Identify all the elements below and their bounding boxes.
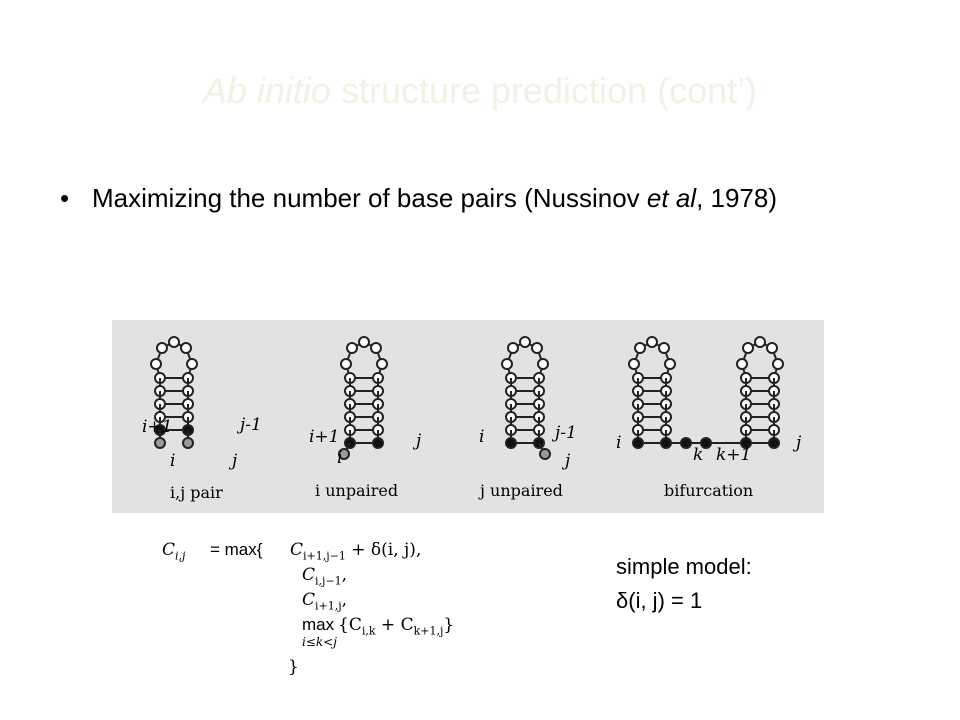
- nucleotide: [370, 342, 382, 354]
- label-k: k: [693, 445, 703, 465]
- caption-j-unpaired: j unpaired: [478, 481, 563, 500]
- nucleotide: [501, 358, 513, 370]
- label-j-minus-1: j-1: [551, 423, 577, 443]
- bullet-text-before: Maximizing the number of base pairs (Nus…: [92, 183, 647, 213]
- label-j: j: [412, 431, 422, 451]
- nucleotide: [740, 437, 752, 449]
- nucleotide: [766, 342, 778, 354]
- nucleotide: [346, 342, 358, 354]
- nucleotide-j: [539, 448, 551, 460]
- nucleotide-i: [338, 448, 350, 460]
- bullet-text-italic: et al: [646, 183, 697, 213]
- nucleotide: [358, 336, 370, 348]
- label-j-minus-1: j-1: [236, 415, 262, 435]
- bullet-text: Maximizing the number of base pairs (Nus…: [92, 180, 892, 217]
- nucleotide: [628, 358, 640, 370]
- nucleotide: [180, 342, 192, 354]
- caption-bifurcation: bifurcation: [664, 481, 753, 500]
- model-note-line-1: simple model:: [616, 554, 752, 579]
- nucleotide: [531, 342, 543, 354]
- nucleotide: [772, 358, 784, 370]
- label-i-plus-1: i+1: [309, 427, 340, 447]
- eq-lhs: Ci,j: [162, 540, 186, 563]
- nucleotide: [634, 342, 646, 354]
- nucleotide: [340, 358, 352, 370]
- nucleotide: [736, 358, 748, 370]
- nucleotide-i: [505, 437, 517, 449]
- eq-term-4: {Ci,k + Ck+1,j}: [338, 615, 455, 638]
- nucleotide: [664, 358, 676, 370]
- slide-title: Ab initio structure prediction (cont’): [0, 70, 960, 112]
- eq-term-1: Ci+1,j−1 + δ(i, j),: [290, 540, 422, 563]
- caption-ij-pair: i,j pair: [170, 483, 223, 502]
- label-j: j: [228, 451, 238, 471]
- nucleotide-k: [680, 437, 692, 449]
- nucleotide-j: [182, 437, 194, 449]
- nucleotide: [537, 358, 549, 370]
- structures: [150, 336, 784, 460]
- label-i-plus-1: i+1: [142, 417, 173, 437]
- recursion-cases-diagram: i+1 j-1 i j i+1 i j i j-1 j i k k+1 j i,…: [142, 336, 802, 502]
- nucleotide-i: [154, 437, 166, 449]
- nucleotide: [660, 437, 672, 449]
- label-i: i: [616, 433, 621, 453]
- nucleotide: [754, 336, 766, 348]
- label-j: j: [792, 433, 802, 453]
- nucleotide: [156, 342, 168, 354]
- label-i: i: [337, 448, 342, 468]
- model-note: simple model: δ(i, j) = 1: [616, 550, 752, 618]
- eq-term-4-range: i≤k<j: [302, 635, 337, 649]
- nucleotide: [646, 336, 658, 348]
- recursion-cases-figure: i+1 j-1 i j i+1 i j i j-1 j i k k+1 j i,…: [112, 320, 824, 513]
- nucleotide: [376, 358, 388, 370]
- eq-term-3: Ci+1,j,: [302, 590, 348, 613]
- label-i: i: [479, 427, 484, 447]
- eq-term-2: Ci,j−1,: [302, 565, 348, 588]
- label-k-plus-1: k+1: [716, 445, 751, 465]
- nucleotide: [186, 358, 198, 370]
- recurrence-equation: Ci,j = max{ Ci+1,j−1 + δ(i, j), Ci,j−1, …: [162, 535, 522, 685]
- eq-term-4-max: max: [302, 615, 335, 634]
- nucleotide: [150, 358, 162, 370]
- bullet-text-after: , 1978): [696, 183, 778, 213]
- bullet-marker: •: [60, 183, 70, 213]
- nucleotide: [658, 342, 670, 354]
- nucleotide-i: [632, 437, 644, 449]
- eq-close-brace: }: [288, 657, 299, 677]
- caption-i-unpaired: i unpaired: [315, 481, 398, 500]
- nucleotide-k-plus-1: [700, 437, 712, 449]
- nucleotide-j: [372, 437, 384, 449]
- model-note-line-2: δ(i, j) = 1: [616, 588, 703, 613]
- eq-max: = max{: [210, 540, 263, 559]
- nucleotide: [742, 342, 754, 354]
- nucleotide: [507, 342, 519, 354]
- title-rest: structure prediction (cont’): [330, 70, 758, 111]
- nucleotide: [168, 336, 180, 348]
- title-italic: Ab initio: [202, 70, 331, 111]
- nucleotide: [519, 336, 531, 348]
- label-i: i: [170, 451, 175, 471]
- label-j: j: [561, 451, 571, 471]
- nucleotide-j: [768, 437, 780, 449]
